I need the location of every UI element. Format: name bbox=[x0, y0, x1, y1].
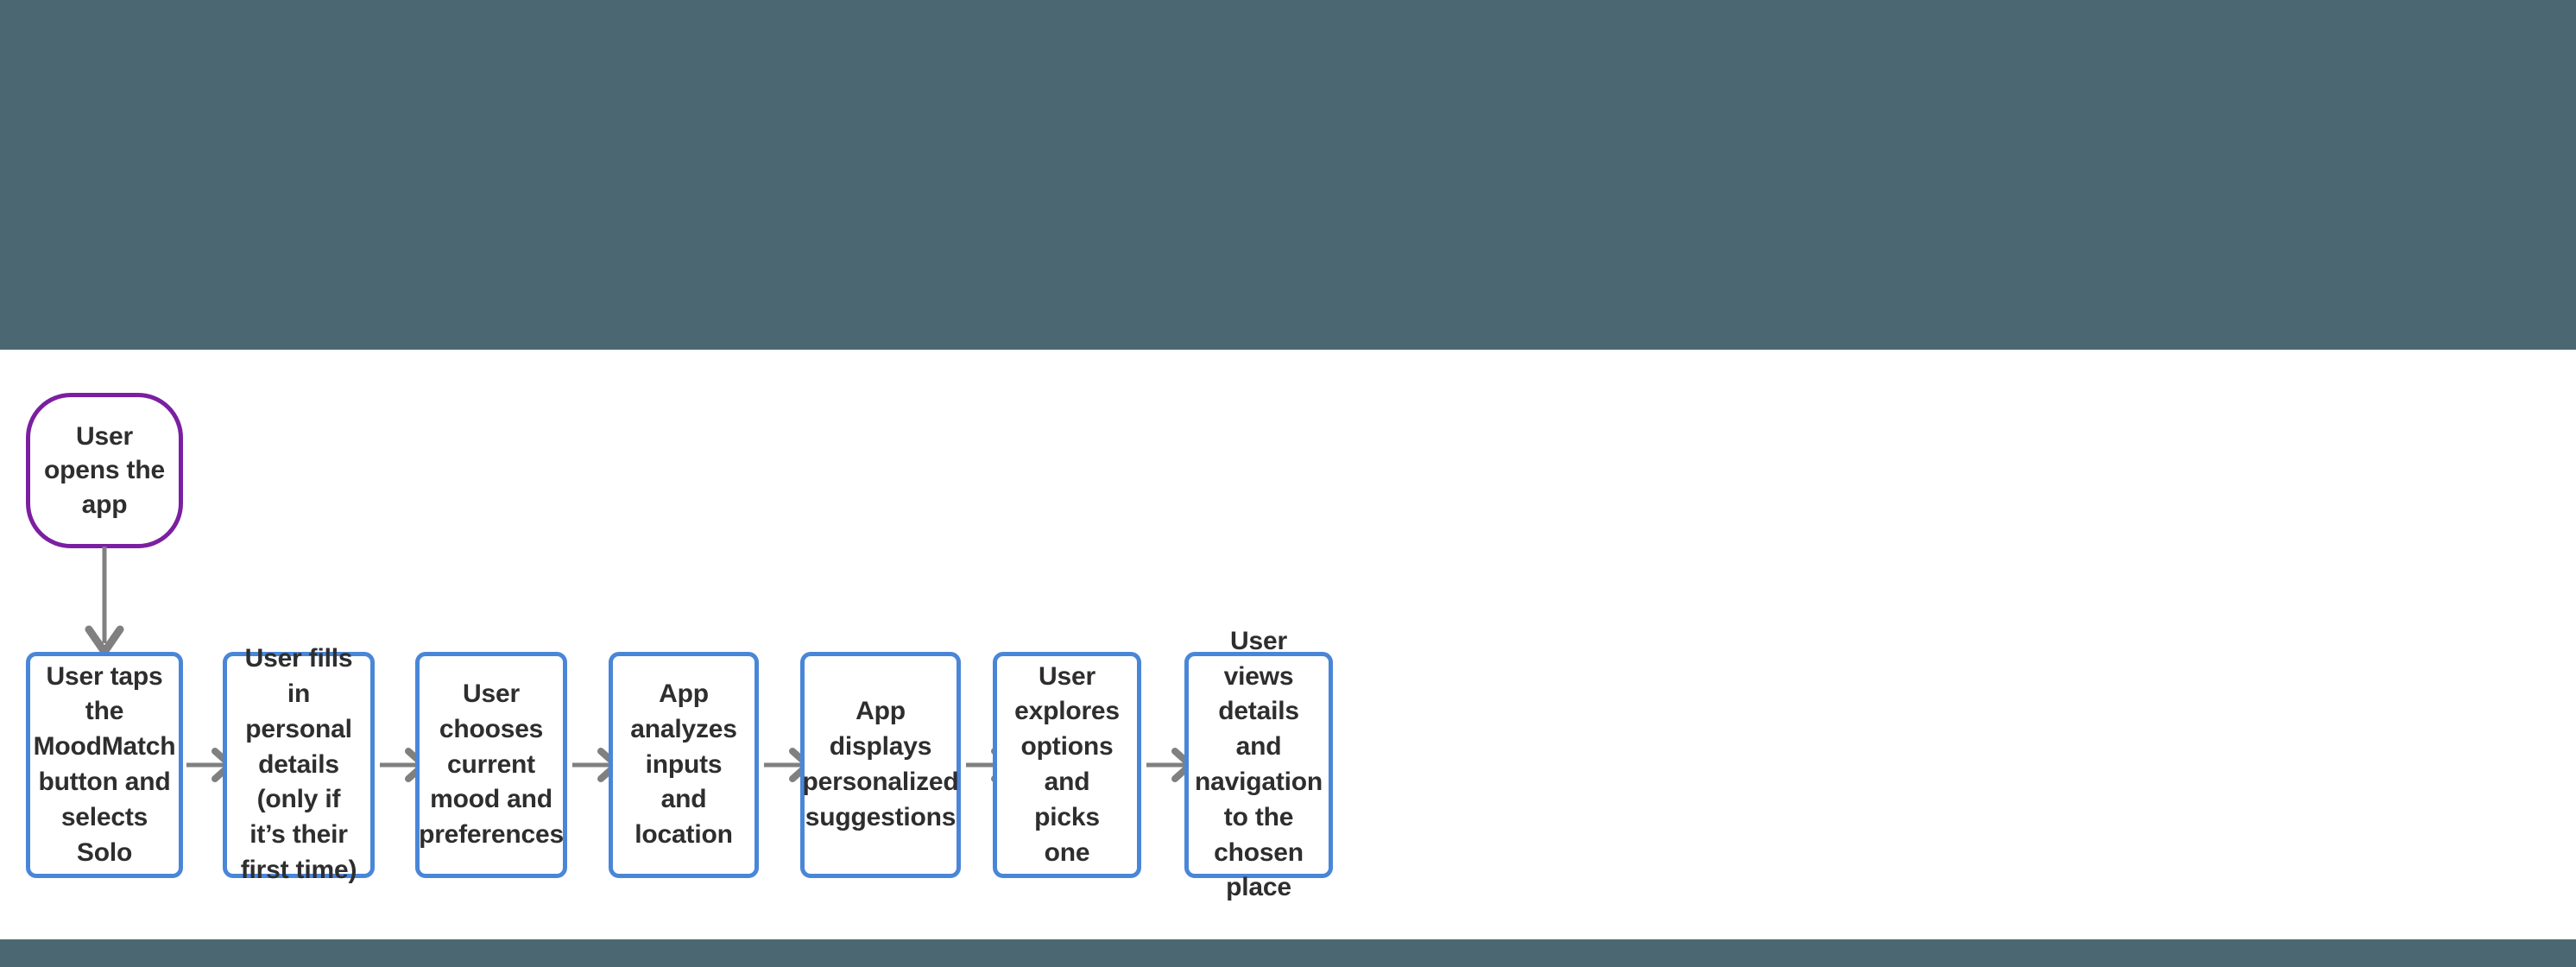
step-label-5: App displays personalized suggestions bbox=[802, 697, 959, 831]
bottom-background-band bbox=[0, 939, 2576, 967]
connector-start-to-step-1 bbox=[83, 547, 126, 657]
diagram-stage: User opens the app User taps the MoodMat… bbox=[0, 350, 2576, 939]
step-box-4[interactable]: App analyzes inputs and location bbox=[609, 652, 759, 878]
top-background-band bbox=[0, 0, 2576, 350]
step-box-5[interactable]: App displays personalized suggestions bbox=[800, 652, 961, 878]
step-label-3: User chooses current mood and preference… bbox=[419, 679, 564, 850]
step-label-7: User views details and navigation to the… bbox=[1195, 626, 1323, 902]
step-label-2: User fills in personal details (only if … bbox=[240, 644, 357, 884]
start-node-label: User opens the app bbox=[44, 421, 165, 519]
start-node-user-opens-the-app[interactable]: User opens the app bbox=[26, 393, 183, 548]
down-arrow-icon bbox=[85, 547, 124, 656]
step-box-2[interactable]: User fills in personal details (only if … bbox=[223, 644, 375, 884]
step-label-4: App analyzes inputs and location bbox=[630, 679, 737, 850]
step-box-6[interactable]: User explores options and picks one bbox=[993, 652, 1141, 878]
step-box-3[interactable]: User chooses current mood and preference… bbox=[415, 652, 567, 878]
step-box-7[interactable]: User views details and navigation to the… bbox=[1184, 627, 1333, 901]
process-step-row: User taps the MoodMatch button and selec… bbox=[0, 627, 2576, 901]
step-box-1[interactable]: User taps the MoodMatch button and selec… bbox=[26, 652, 183, 878]
step-label-1: User taps the MoodMatch button and selec… bbox=[33, 661, 176, 867]
step-label-6: User explores options and picks one bbox=[1014, 661, 1120, 867]
